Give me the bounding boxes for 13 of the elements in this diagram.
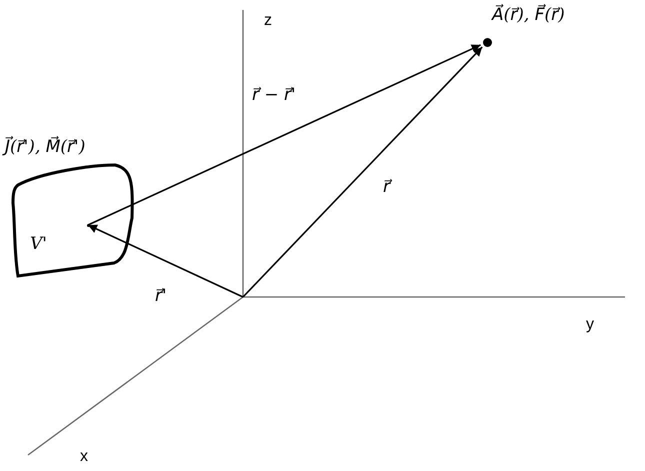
vector-arrow — [242, 46, 483, 298]
quantity-label: A⃗(r⃗), F⃗(r⃗) — [492, 4, 565, 26]
field-point — [482, 38, 492, 46]
axis-label: x — [80, 448, 88, 466]
vector-arrow — [88, 44, 481, 226]
vector-label: r⃗' — [155, 285, 167, 307]
axis-label: y — [586, 316, 594, 334]
source-point — [86, 224, 90, 226]
vector-label: r⃗ − r⃗' — [252, 84, 296, 106]
region-label: V' — [30, 233, 47, 255]
vector-label: r⃗ — [383, 176, 390, 198]
vector-arrow — [88, 224, 244, 298]
axis-label: z — [264, 12, 272, 30]
